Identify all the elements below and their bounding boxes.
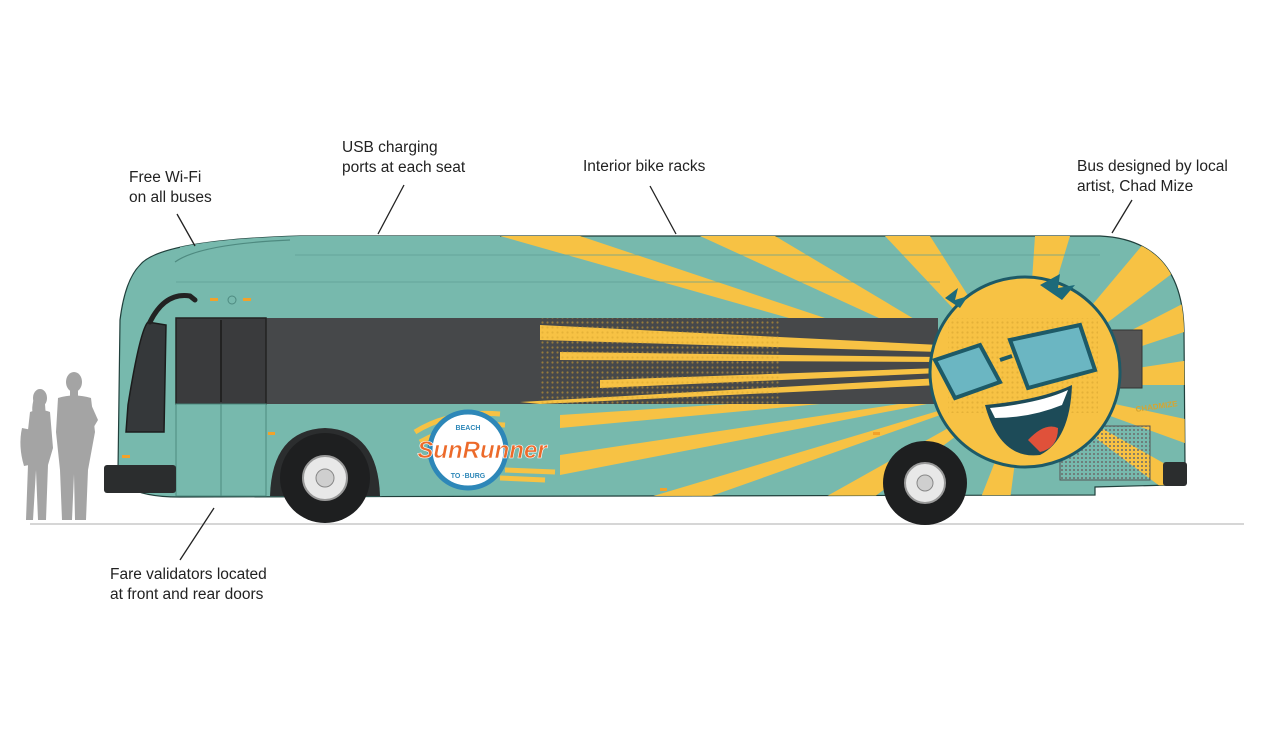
leader-fare [179,507,215,561]
logo-wordmark: SunRunner [417,437,548,464]
side-mirror [147,293,198,325]
callout-wifi: Free Wi-Fi on all buses [129,169,212,206]
upper-roof-band [180,236,500,282]
callout-fare-validators: Fare validators located at front and rea… [110,566,267,603]
callout-usb-charging: USB charging ports at each seat [342,139,466,176]
logo-bottom-text: TO ·BURG [451,473,486,480]
marker-lights [122,298,880,491]
silhouette-man [56,372,98,520]
callout-bike-racks: Interior bike racks [583,158,706,175]
front-door [175,317,267,497]
sunglasses [932,322,1098,401]
leader-usb [377,184,405,235]
rear-wheel [883,441,967,525]
person-silhouettes [20,372,98,520]
leader-bike [649,185,677,235]
silhouette-woman [20,389,53,520]
rear-bumper [1163,462,1187,486]
front-wheel [270,428,380,523]
callout-leader-lines [176,184,1133,561]
front-bumper [104,465,176,493]
sun-character [928,274,1122,469]
logo-top-text: BEACH [456,425,481,432]
leader-artist [1111,199,1133,234]
callout-artist: Bus designed by local artist, Chad Mize [1077,158,1228,195]
windshield [125,321,167,433]
leader-wifi [176,213,196,247]
sunrunner-logo: BEACH SunRunner TO ·BURG [413,409,556,491]
